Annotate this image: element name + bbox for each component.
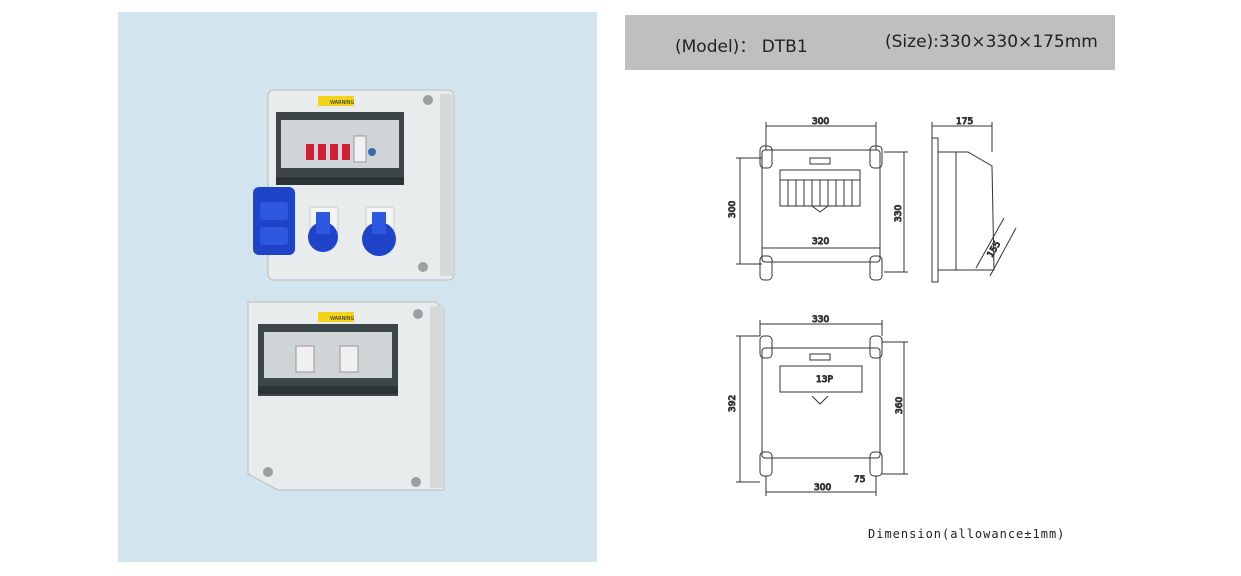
- model-text: (Model)： DTB1: [675, 37, 808, 57]
- size-text: (Size):330×330×175mm: [885, 32, 1098, 52]
- bottom-enclosure: WARNING: [247, 301, 445, 491]
- spec-header: (Model)： DTB1 (Size):330×330×175mm: [625, 15, 1115, 70]
- dim-330-top: 330: [812, 315, 829, 325]
- dim-392: 392: [728, 395, 738, 412]
- top-warning-label: WARNING: [330, 100, 355, 106]
- dim-330-right: 330: [894, 205, 904, 222]
- dim-360: 360: [895, 397, 905, 414]
- dim-300-bottom: 300: [814, 483, 831, 493]
- technical-drawings: 300 300 320 330 175 155: [720, 100, 1120, 515]
- window-label-13p: 13P: [816, 375, 833, 385]
- product-photo: WARNING: [118, 12, 597, 562]
- drawing-bottom-front: [736, 320, 908, 496]
- dim-300-left: 300: [728, 201, 738, 218]
- top-enclosure: WARNING: [253, 89, 455, 281]
- drawing-top-side: [931, 122, 1017, 283]
- socket-right: [362, 206, 396, 256]
- dimension-caption: Dimension(allowance±1mm): [868, 527, 1066, 541]
- dim-75: 75: [854, 475, 865, 485]
- bottom-warning-label: WARNING: [330, 316, 355, 322]
- dim-320: 320: [812, 237, 829, 247]
- socket-left-double: [253, 187, 295, 255]
- dim-300-top: 300: [812, 117, 829, 127]
- drawing-top-front: [736, 122, 908, 281]
- dim-175: 175: [956, 117, 973, 127]
- socket-middle: [308, 206, 339, 252]
